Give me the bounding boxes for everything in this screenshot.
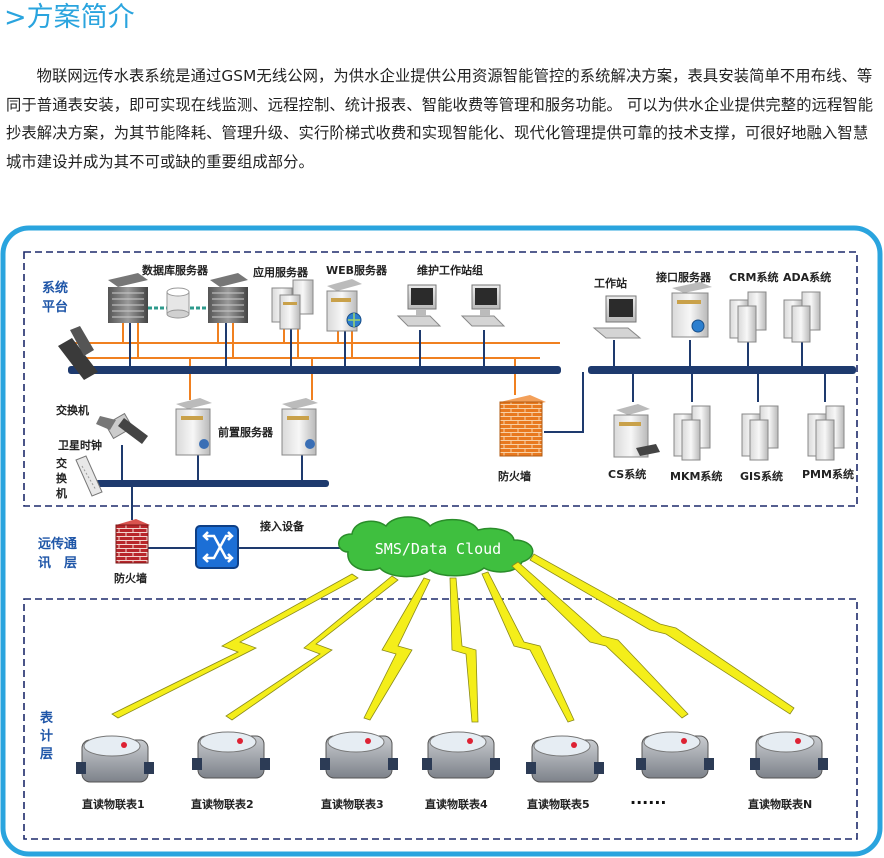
meter-3-icon [320,731,398,779]
cloud-label: SMS/Data Cloud [375,540,501,558]
meter-n-icon [750,731,828,779]
ada-system-icon [783,291,821,343]
meter-layer-label-2: 计 [40,728,53,744]
mkm-system-icon [673,405,711,461]
workstation-icon [592,295,642,339]
access-device-icon [195,525,239,569]
meter-label-4: 直读物联表4 [425,797,488,811]
db-server-label: 数据库服务器 [142,263,209,277]
meter-4-icon [422,731,500,779]
bolt-6 [511,561,689,719]
dark-links [121,306,826,549]
crm-label: CRM系统 [729,270,779,284]
meter-layer-label-3: 层 [40,747,53,762]
meter-5-icon [526,735,604,783]
maintenance-workstation-2-icon [460,284,506,327]
firewall-icon [499,395,546,457]
access-device-label: 接入设备 [260,519,305,533]
meter-label-3: 直读物联表3 [321,797,384,811]
workstation-label: 工作站 [594,276,627,290]
bolt-5 [481,571,575,723]
bolt-4 [449,577,479,723]
meter-label-1: 直读物联表1 [82,797,145,811]
meter-label-5: 直读物联表5 [527,797,590,811]
meter-layer-box [23,598,858,840]
firewall-2-label: 防火墙 [114,571,147,585]
orange-links [72,320,560,400]
meter-6-icon [636,731,714,779]
meter-ellipsis: ······ [630,793,666,812]
meter-2-icon [192,731,270,779]
crm-system-icon [729,291,767,343]
pmm-system-icon [807,405,845,461]
db-server-rack-left [108,273,148,323]
meter-label-n: 直读物联表N [748,797,812,811]
cs-system-icon [613,404,660,458]
gis-system-icon [741,405,779,461]
switch-label: 交换机 [56,403,89,417]
app-server-label: 应用服务器 [253,265,309,279]
platform-layer-label-1: 系统 [42,280,68,296]
front-server-2-icon [281,398,318,456]
firewall-2-icon [115,519,150,564]
meter-label-2: 直读物联表2 [191,797,254,811]
mkm-label: MKM系统 [670,469,722,483]
front-server-1-icon [175,398,212,456]
db-server-rack-right [208,273,248,323]
pmm-label: PMM系统 [802,467,854,481]
comm-layer-label-2: 讯 层 [38,556,77,571]
interface-server-icon [671,282,712,338]
front-server-label: 前置服务器 [218,425,274,439]
meter-layer-label-1: 表 [39,710,54,726]
switch-2-label-2: 换 [56,471,68,485]
bolt-3 [363,577,431,721]
switch-2-label-3: 机 [56,486,67,500]
switch-icon [58,326,98,380]
interface-server-label: 接口服务器 [656,270,712,284]
bolt-7 [529,553,795,715]
database-cylinder-icon [166,287,190,319]
app-server-icon [271,279,314,330]
gis-label: GIS系统 [740,469,783,483]
meter-1-icon [76,735,154,783]
maintenance-group-label: 维护工作站组 [417,263,483,277]
bolt-2 [225,575,399,721]
satellite-clock-label: 卫星时钟 [58,438,102,452]
web-server-icon [326,279,362,332]
intro-paragraph: 物联网远传水表系统是通过GSM无线公网，为供水企业提供公用资源智能管控的系统解决… [6,67,874,171]
lightning-bolts [111,553,795,723]
web-server-label: WEB服务器 [326,263,388,277]
switch-2-icon [75,455,103,497]
cs-label: CS系统 [608,467,646,481]
switch-2-label-1: 交 [56,456,67,470]
lower-bus [95,480,329,487]
satellite-clock-icon [96,412,148,444]
maintenance-workstation-1-icon [396,284,442,327]
comm-layer-label-1: 远传通 [38,536,77,552]
platform-main-bus [68,366,561,374]
platform-layer-label-2: 平台 [42,299,68,315]
platform-layer-box [23,251,858,507]
section-heading: >方案简介 [4,2,135,33]
firewall-label: 防火墙 [498,469,531,483]
bolt-1 [111,573,359,719]
cloud-icon [338,516,534,578]
right-bus [588,366,856,374]
ada-label: ADA系统 [783,270,831,284]
